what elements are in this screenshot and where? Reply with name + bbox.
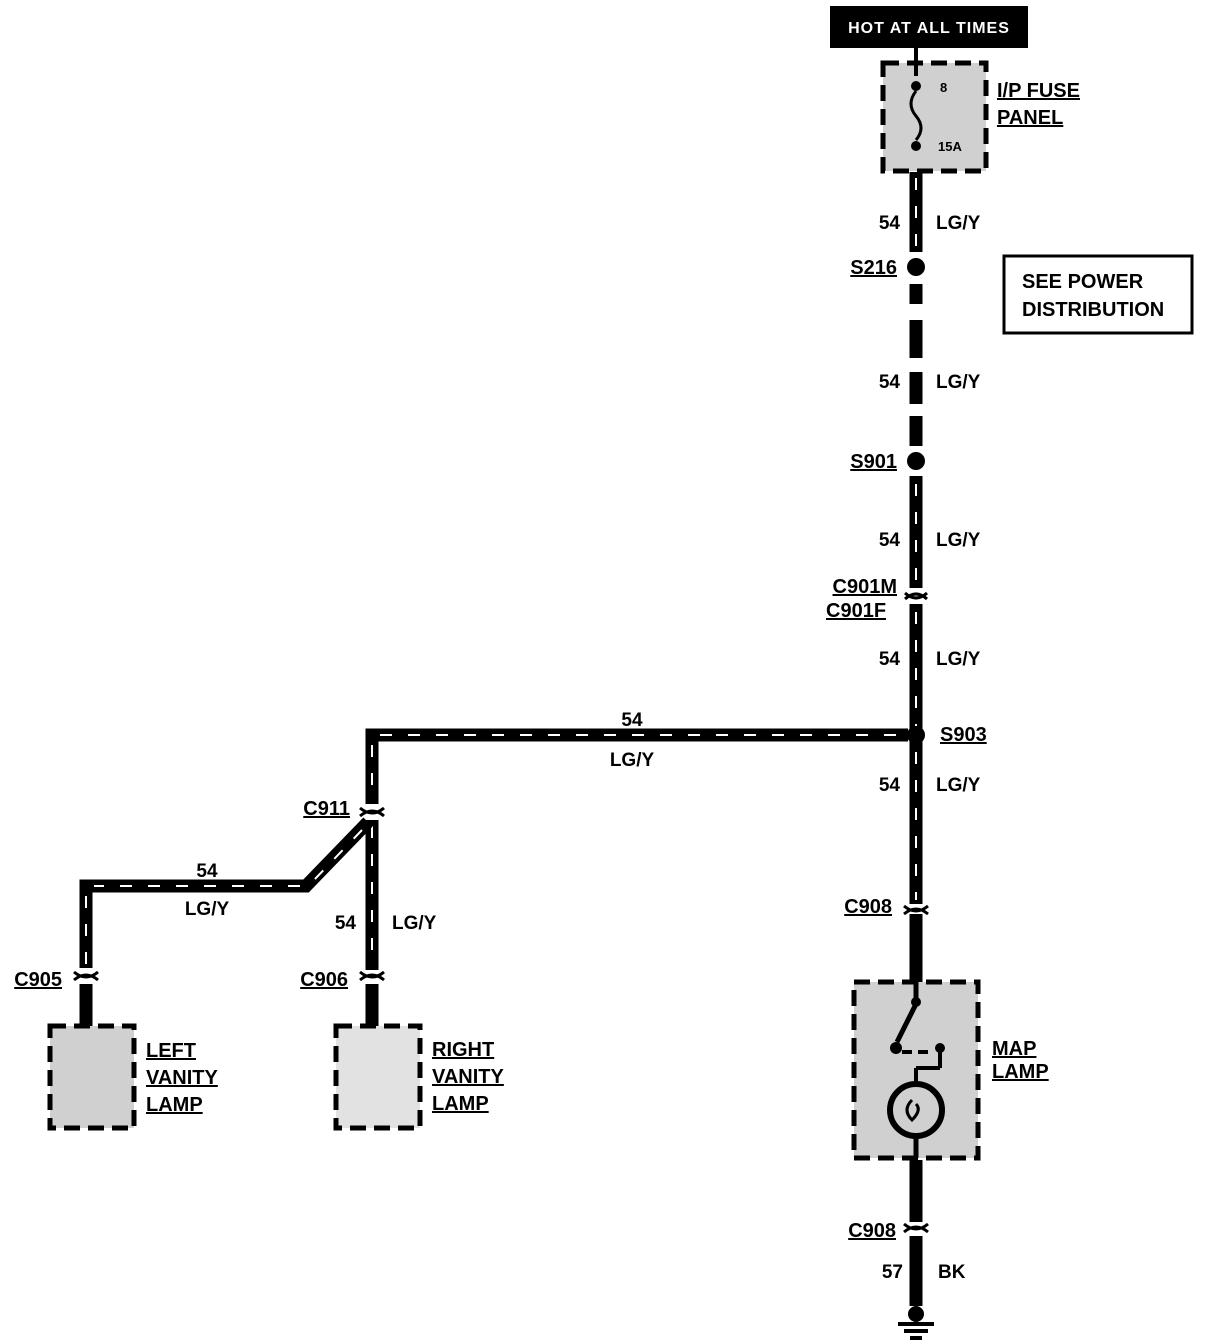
fuse-terminal-top bbox=[911, 81, 921, 91]
fuse-panel-name-line2: PANEL bbox=[997, 107, 1063, 129]
map-lamp-line1: MAP bbox=[992, 1038, 1036, 1060]
map-lamp-bulb-icon bbox=[887, 1081, 945, 1158]
connector-c901f-label: C901F bbox=[826, 600, 886, 622]
wire-ground-color: BK bbox=[938, 1262, 966, 1283]
map-lamp-switch-icon bbox=[890, 982, 945, 1082]
hot-at-all-times-box bbox=[830, 6, 1028, 48]
wire-left-circuit: 54 bbox=[196, 861, 218, 882]
wire-seg1-color: LG/Y bbox=[936, 213, 981, 234]
splice-s903-label: S903 bbox=[940, 724, 987, 746]
connector-c901m-label: C901M bbox=[833, 576, 897, 598]
splice-s901 bbox=[907, 452, 925, 470]
fuse-panel-name-line1: I/P FUSE bbox=[997, 80, 1080, 102]
right-vanity-lamp-line2: VANITY bbox=[432, 1066, 505, 1088]
connector-c911-label: C911 bbox=[303, 798, 350, 820]
fuse-icon bbox=[909, 90, 923, 141]
wire-ground-circuit: 57 bbox=[882, 1262, 903, 1283]
connector-c908-bottom-label: C908 bbox=[848, 1220, 896, 1242]
left-vanity-wire bbox=[79, 817, 373, 968]
connector-c906 bbox=[359, 970, 385, 982]
wire-seg3-color: LG/Y bbox=[936, 530, 981, 551]
ip-fuse-panel-box bbox=[880, 60, 989, 174]
connector-c901 bbox=[903, 591, 929, 601]
right-vanity-lamp-box bbox=[333, 1023, 423, 1131]
connector-c911 bbox=[359, 806, 385, 818]
wire-seg2-circuit: 54 bbox=[879, 372, 901, 393]
left-vanity-lamp-line1: LEFT bbox=[146, 1040, 196, 1062]
wire-seg4-circuit: 54 bbox=[879, 649, 901, 670]
left-vanity-lamp-line3: LAMP bbox=[146, 1094, 203, 1116]
splice-s216 bbox=[907, 258, 925, 276]
connector-c906-label: C906 bbox=[300, 969, 348, 991]
connector-c905 bbox=[73, 970, 99, 982]
left-vanity-lamp-line2: VANITY bbox=[146, 1067, 219, 1089]
wire-left-color: LG/Y bbox=[185, 899, 230, 920]
connector-c908-top bbox=[903, 904, 929, 916]
fuse-terminal-bottom bbox=[911, 141, 921, 151]
wire-right-color: LG/Y bbox=[392, 913, 437, 934]
fuse-number: 8 bbox=[940, 80, 947, 95]
wire-seg2-color: LG/Y bbox=[936, 372, 981, 393]
see-power-distribution-line2: DISTRIBUTION bbox=[1022, 299, 1164, 321]
connector-c905-label: C905 bbox=[14, 969, 62, 991]
branch-wire bbox=[365, 728, 908, 804]
wire-branch-color: LG/Y bbox=[610, 750, 655, 771]
wire-seg5-circuit: 54 bbox=[879, 775, 901, 796]
connector-c908-top-label: C908 bbox=[844, 896, 892, 918]
fuse-rating: 15A bbox=[938, 139, 962, 154]
wire-seg4-color: LG/Y bbox=[936, 649, 981, 670]
ground-icon bbox=[898, 1306, 934, 1340]
see-power-distribution-box bbox=[1002, 254, 1194, 335]
hot-at-all-times-label: HOT AT ALL TIMES bbox=[848, 20, 1010, 37]
wire-seg1-circuit: 54 bbox=[879, 213, 901, 234]
wire-seg5-color: LG/Y bbox=[936, 775, 981, 796]
left-vanity-lamp-box bbox=[47, 1023, 137, 1131]
wire-right-circuit: 54 bbox=[335, 913, 357, 934]
splice-s216-label: S216 bbox=[850, 257, 897, 279]
map-lamp-line2: LAMP bbox=[992, 1061, 1049, 1083]
wire-seg3-circuit: 54 bbox=[879, 530, 901, 551]
splice-s901-label: S901 bbox=[850, 451, 897, 473]
connector-c908-bottom bbox=[903, 1222, 929, 1234]
see-power-distribution-line1: SEE POWER bbox=[1022, 271, 1144, 293]
wire-branch-circuit: 54 bbox=[621, 710, 643, 731]
right-vanity-lamp-line3: LAMP bbox=[432, 1093, 489, 1115]
right-vanity-lamp-line1: RIGHT bbox=[432, 1039, 494, 1061]
splice-s903 bbox=[907, 726, 925, 744]
